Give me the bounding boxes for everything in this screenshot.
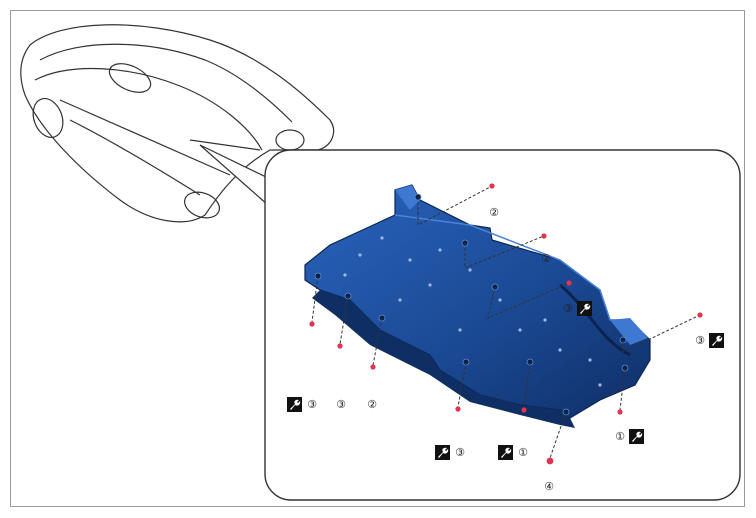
- fastener-markers: [309, 183, 703, 465]
- torque-wrench-icon: [629, 429, 644, 444]
- torque-wrench-icon: [498, 445, 513, 460]
- torque-wrench-icon: [287, 397, 302, 412]
- callout-7: ②: [367, 398, 377, 411]
- vehicle-outline: [20, 24, 335, 223]
- under-cover-panel: [304, 184, 651, 428]
- callout-10: ①: [615, 429, 644, 444]
- callout-number: ②: [541, 252, 551, 265]
- callout-1: ②: [489, 206, 499, 219]
- torque-wrench-icon: [709, 333, 724, 348]
- callout-number: ③: [307, 398, 317, 411]
- callout-number: ③: [563, 302, 573, 315]
- torque-wrench-icon: [577, 301, 592, 316]
- callout-number: ③: [455, 446, 465, 459]
- torque-wrench-icon: [435, 445, 450, 460]
- callout-4: ③: [695, 333, 724, 348]
- callout-3: ③: [563, 301, 592, 316]
- callout-number: ③: [695, 334, 705, 347]
- callout-number: ①: [518, 446, 528, 459]
- callout-number: ②: [489, 206, 499, 219]
- callout-9: ①: [498, 445, 528, 460]
- callout-11: ④: [544, 480, 554, 493]
- callout-number: ②: [367, 398, 377, 411]
- callout-layer: ② ② ③ ③ ③ ③ ② ③ ① ① ④: [287, 206, 724, 493]
- callout-number: ④: [544, 480, 554, 493]
- callout-number: ①: [615, 430, 625, 443]
- callout-2: ②: [541, 252, 551, 265]
- callout-8: ③: [435, 445, 465, 460]
- figure-frame: [10, 10, 745, 507]
- callout-5: ③: [287, 397, 317, 412]
- callout-number: ③: [336, 398, 346, 411]
- callout-6: ③: [336, 398, 346, 411]
- leader-lines: [311, 185, 701, 459]
